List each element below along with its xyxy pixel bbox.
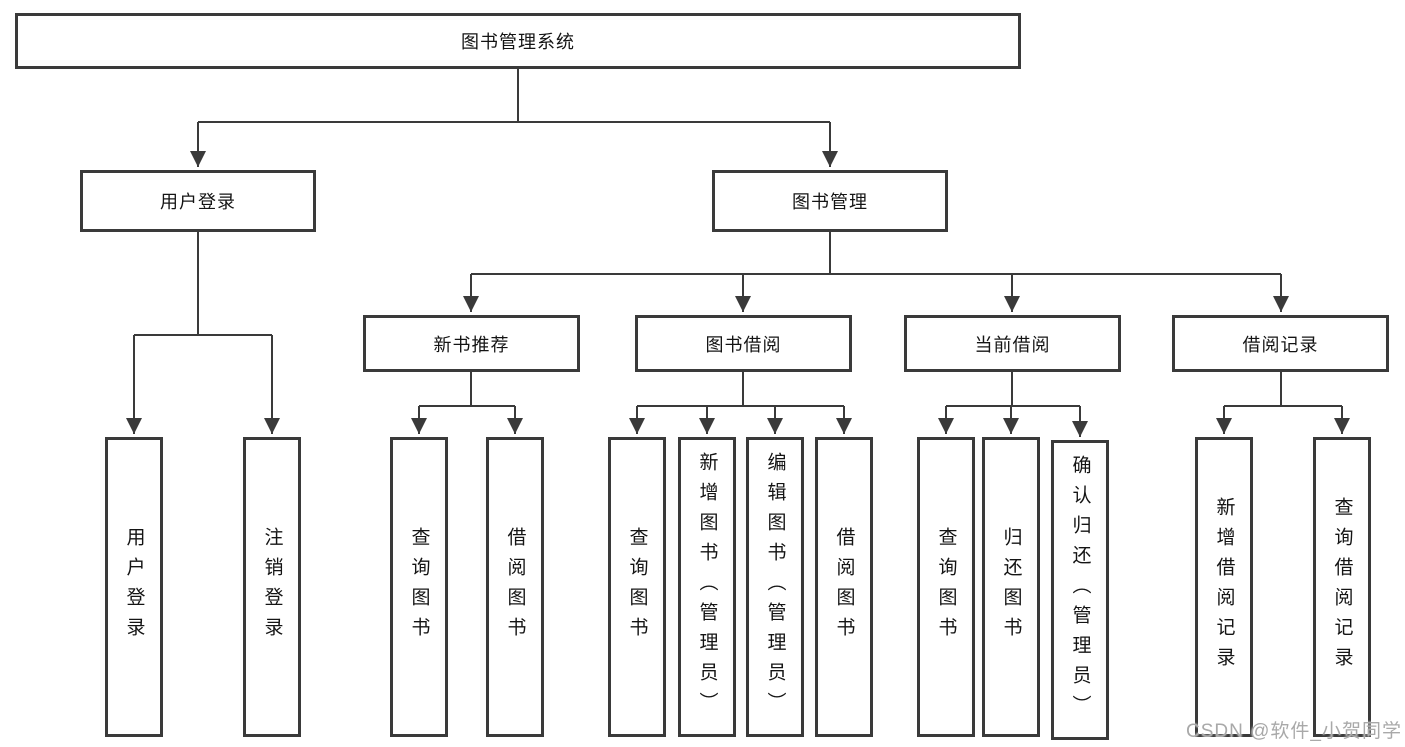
leaf-user-login: 用户登录 <box>105 437 163 737</box>
node-user-login: 用户登录 <box>80 170 316 232</box>
leaf-borrow-books-recommend: 借阅图书 <box>486 437 544 737</box>
node-new-book-recommend: 新书推荐 <box>363 315 580 372</box>
leaf-borrow-books-recommend-label: 借阅图书 <box>504 527 526 647</box>
leaf-add-borrow-record: 新增借阅记录 <box>1195 437 1253 737</box>
leaf-query-borrow-record: 查询借阅记录 <box>1313 437 1371 737</box>
leaf-query-books-recommend: 查询图书 <box>390 437 448 737</box>
node-book-borrowing: 图书借阅 <box>635 315 852 372</box>
leaf-borrow-books-label: 借阅图书 <box>833 527 855 647</box>
leaf-query-books-recommend-label: 查询图书 <box>408 527 430 647</box>
leaf-edit-books-admin-label: 编辑图书（管理员） <box>764 452 786 722</box>
leaf-return-books: 归还图书 <box>982 437 1040 737</box>
leaf-logout-label: 注销登录 <box>261 527 283 647</box>
leaf-query-books-current: 查询图书 <box>917 437 975 737</box>
node-library-management-system: 图书管理系统 <box>15 13 1021 69</box>
leaf-return-books-label: 归还图书 <box>1000 527 1022 647</box>
leaf-query-borrow-record-label: 查询借阅记录 <box>1331 497 1353 677</box>
leaf-user-login-label: 用户登录 <box>123 527 145 647</box>
csdn-watermark: CSDN @软件_小贺同学 <box>1186 721 1402 742</box>
leaf-add-books-admin-label: 新增图书（管理员） <box>696 452 718 722</box>
node-current-borrowing: 当前借阅 <box>904 315 1121 372</box>
leaf-query-books-borrowing: 查询图书 <box>608 437 666 737</box>
node-book-management: 图书管理 <box>712 170 948 232</box>
leaf-query-books-borrowing-label: 查询图书 <box>626 527 648 647</box>
leaf-add-books-admin: 新增图书（管理员） <box>678 437 736 737</box>
leaf-edit-books-admin: 编辑图书（管理员） <box>746 437 804 737</box>
leaf-query-books-current-label: 查询图书 <box>935 527 957 647</box>
leaf-confirm-return-admin: 确认归还（管理员） <box>1051 440 1109 740</box>
leaf-add-borrow-record-label: 新增借阅记录 <box>1213 497 1235 677</box>
leaf-logout: 注销登录 <box>243 437 301 737</box>
node-borrowing-records: 借阅记录 <box>1172 315 1389 372</box>
leaf-confirm-return-admin-label: 确认归还（管理员） <box>1069 455 1091 725</box>
leaf-borrow-books: 借阅图书 <box>815 437 873 737</box>
